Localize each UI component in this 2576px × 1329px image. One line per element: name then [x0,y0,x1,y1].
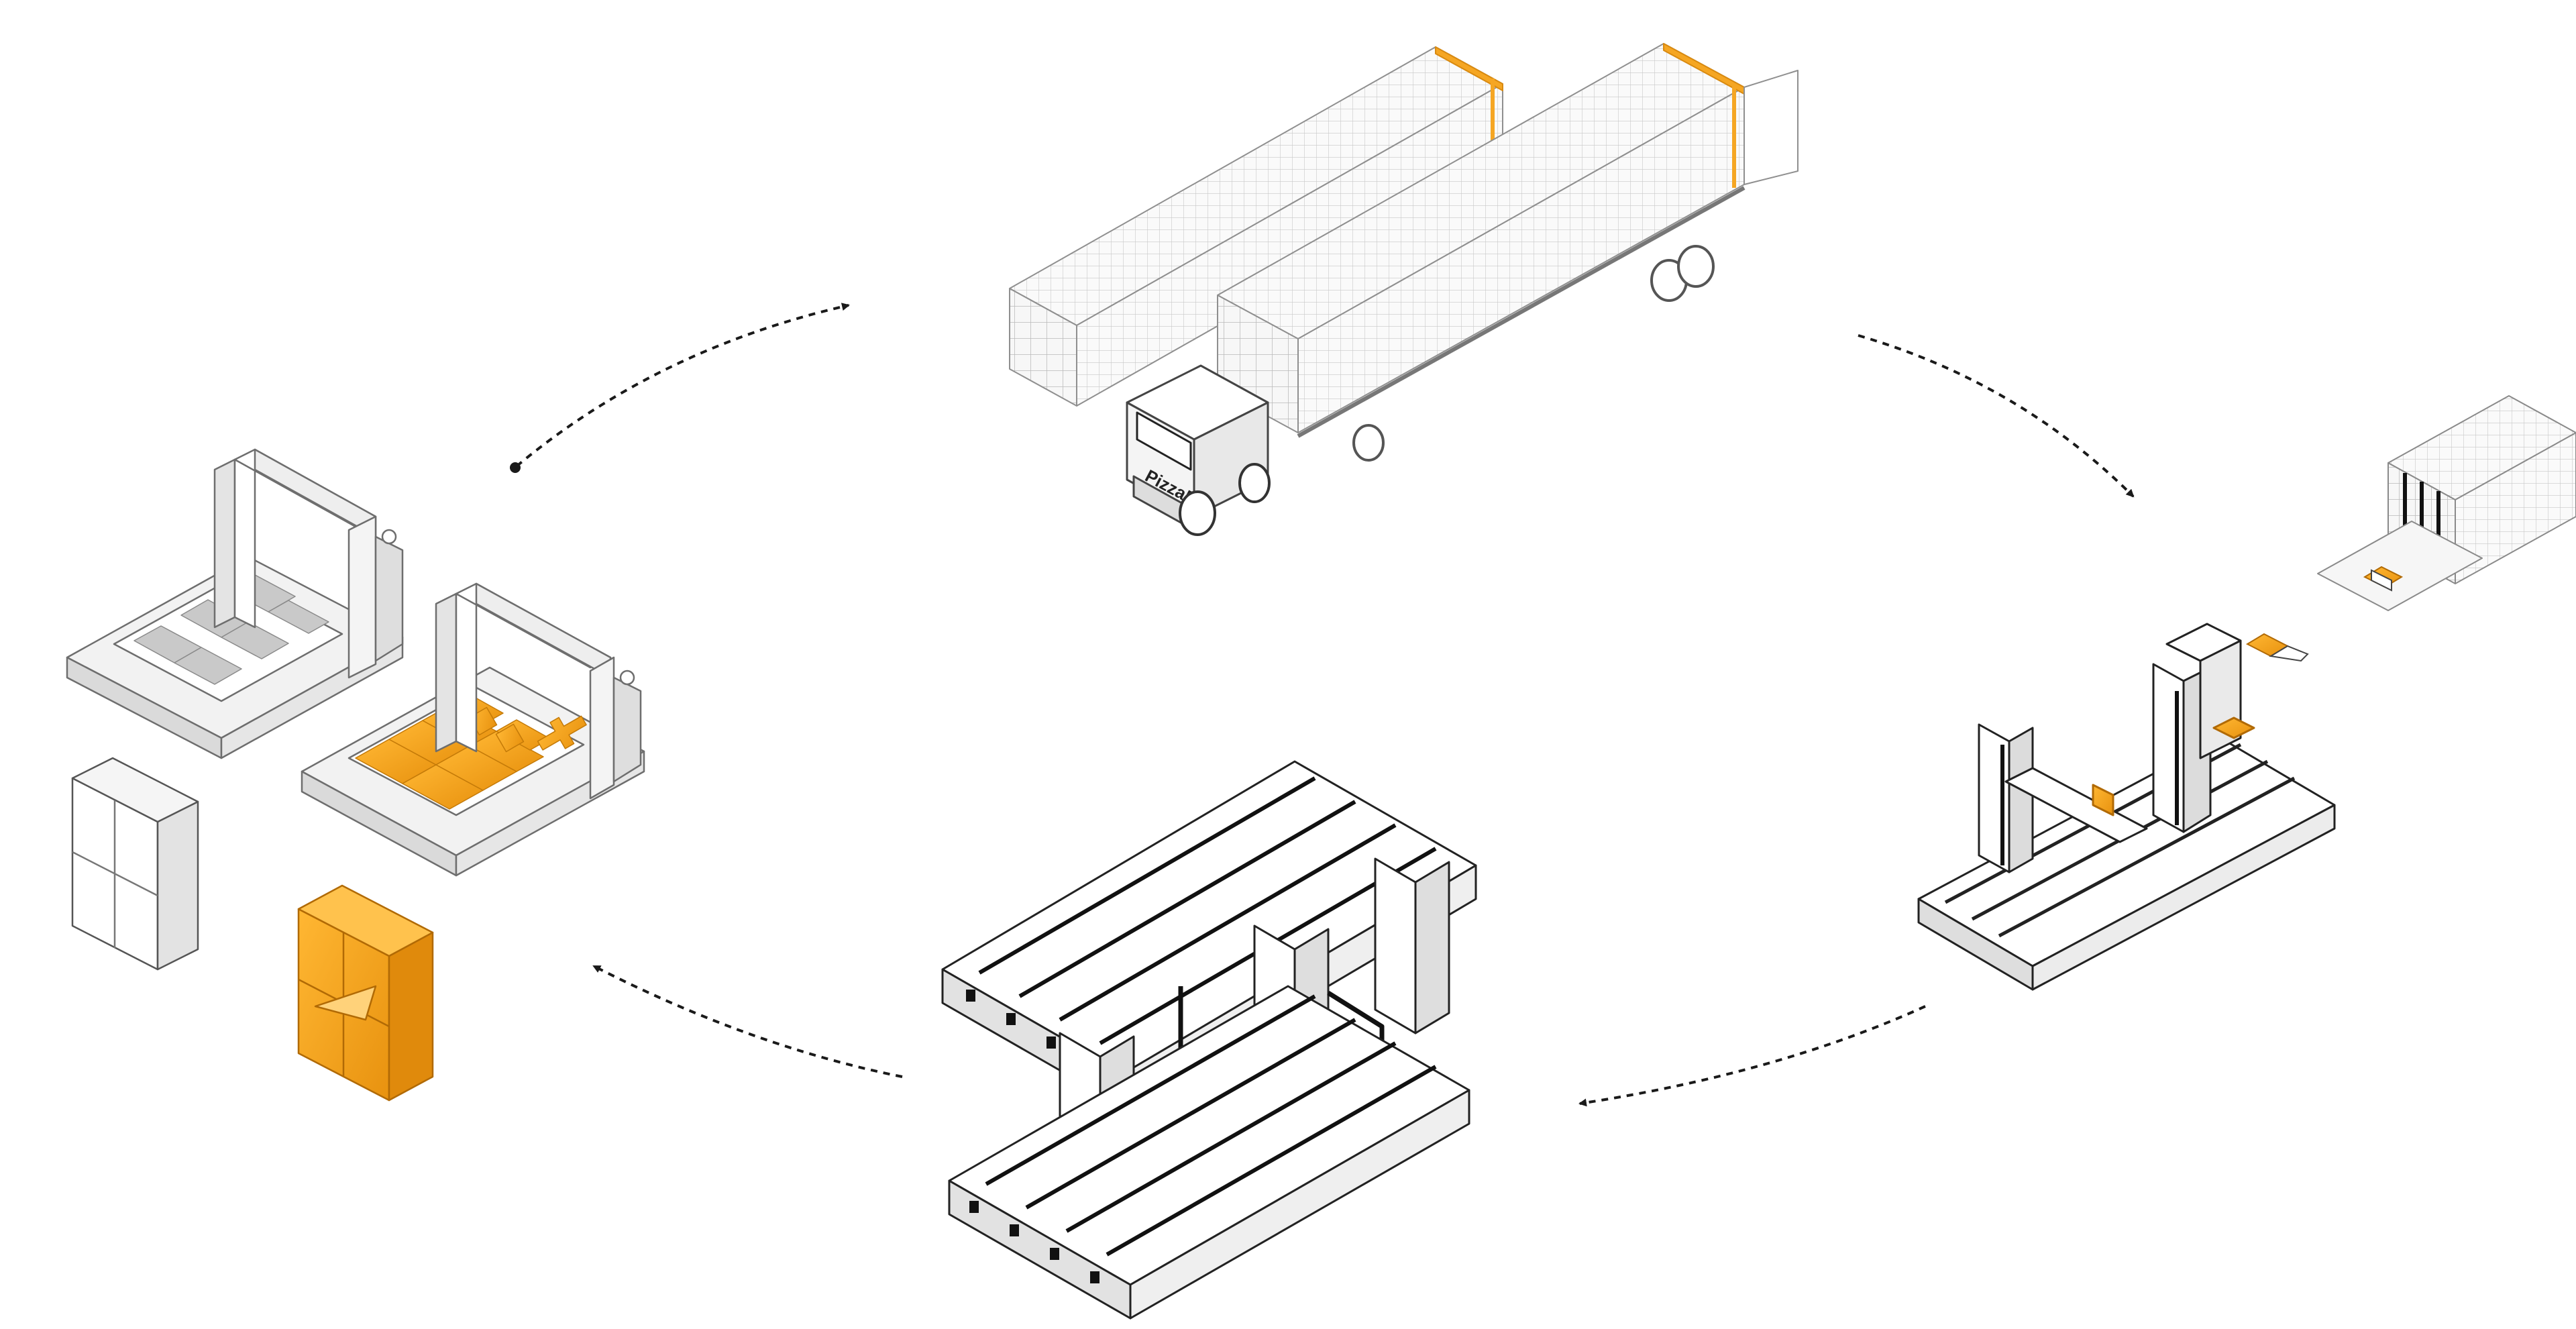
panel-stack [2317,395,2576,611]
cnc-machine-1 [66,448,404,759]
orange-panel [297,884,434,1102]
finished-structure-stage [941,760,1477,1320]
partial-lattice [1917,623,2336,991]
fabrication-stage [66,448,645,1102]
container-stack [1009,46,1503,407]
shipping-stage: PizzaBot [1009,43,1799,536]
truck-cab: PizzaBot [1126,364,1271,536]
arrow-fabrication-to-shipping [515,303,850,468]
cycle-start-dot [510,462,521,473]
arrow-assembly-to-structure [1578,1005,1926,1107]
arrow-shipping-to-assembly [1858,334,2135,498]
assembly-stage [1917,395,2576,991]
cnc-machine-2 [301,582,645,877]
white-panel [71,757,199,971]
arrow-structure-to-fabrication [592,965,903,1078]
cycle-arrows [515,303,2135,1107]
assembly-robot [2245,566,2404,662]
trailer [1217,43,1799,462]
